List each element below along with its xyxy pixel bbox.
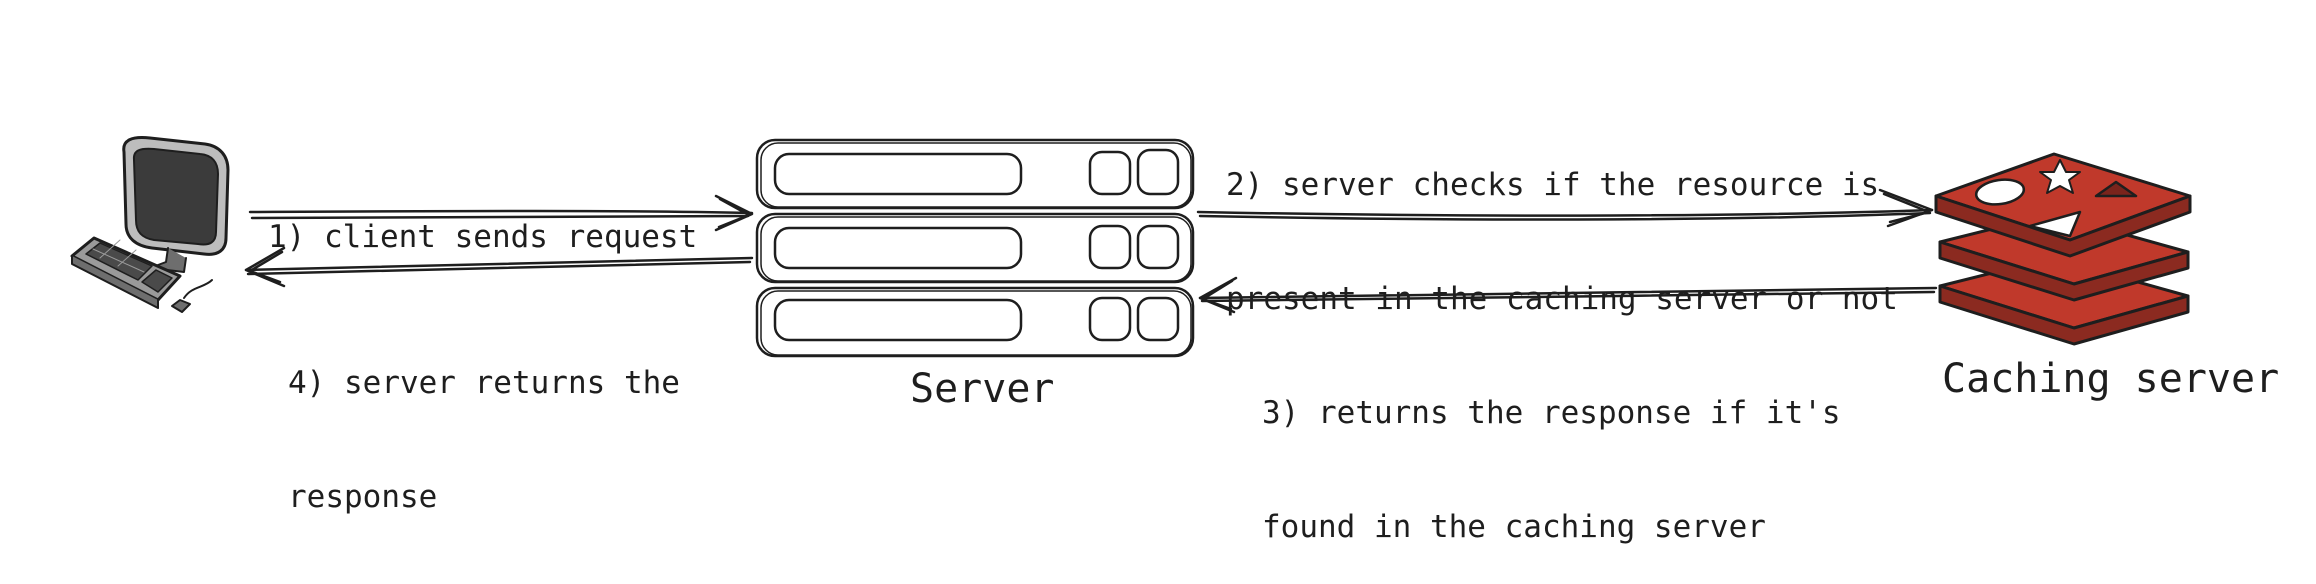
step2-line2: present in the caching server or not bbox=[1226, 281, 1898, 317]
step3-line2: found in the caching server bbox=[1262, 509, 1766, 545]
step4-line1: 4) server returns the bbox=[288, 365, 680, 401]
step3-line1: 3) returns the response if it's bbox=[1262, 395, 1841, 431]
step4-line2: response bbox=[288, 479, 438, 515]
desktop-computer-icon bbox=[70, 136, 230, 313]
redis-stack-icon bbox=[1934, 152, 2192, 346]
step3-label: 3) returns the response if it's found in… bbox=[1262, 318, 1841, 584]
caching-flow-diagram bbox=[70, 136, 2192, 358]
cache-response-arrow bbox=[1198, 276, 1938, 314]
step1-label: 1) client sends request bbox=[268, 142, 697, 294]
server-rack-icon bbox=[755, 138, 1195, 358]
server-response-arrow bbox=[244, 246, 754, 288]
caching-server-label: Caching server bbox=[1942, 356, 2280, 402]
server-label: Server bbox=[910, 366, 1055, 412]
step2-label: 2) server checks if the resource is pres… bbox=[1226, 90, 1898, 356]
step1-line1: 1) client sends request bbox=[268, 219, 698, 255]
step2-line1: 2) server checks if the resource is bbox=[1226, 167, 1880, 203]
step4-label: 4) server returns the response bbox=[288, 288, 680, 554]
request-arrow bbox=[248, 194, 754, 232]
check-cache-arrow bbox=[1196, 188, 1934, 228]
